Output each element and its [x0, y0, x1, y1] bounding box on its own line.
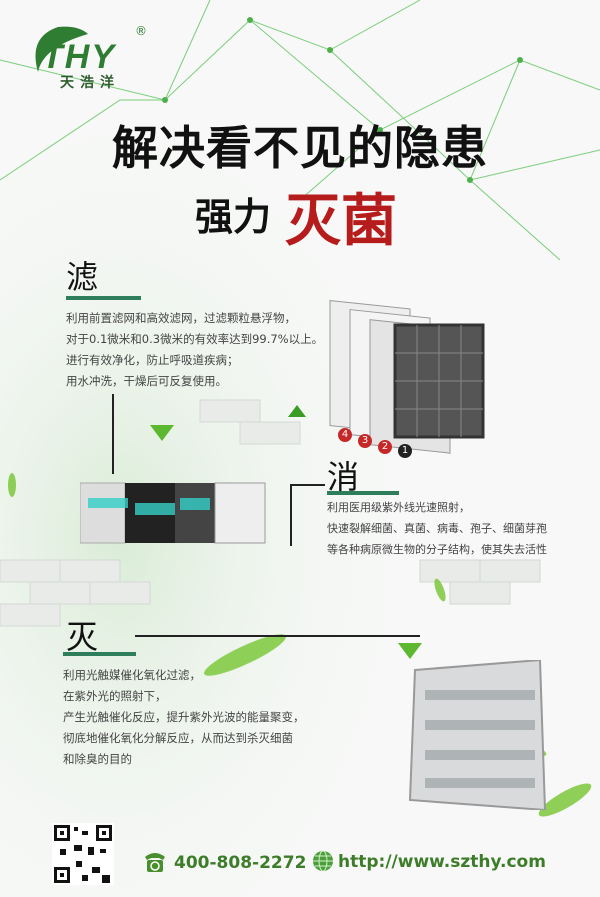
filter-stack-image: [329, 299, 485, 454]
subheadline-part2: 灭菌: [285, 189, 397, 254]
text-line: 在紫外光的照射下，: [63, 689, 167, 703]
layer-number: 2: [378, 440, 392, 454]
connector-line: [112, 394, 114, 474]
text-line: 利用前置滤网和高效滤网，过滤颗粒悬浮物，: [66, 311, 296, 325]
uv-module-image: [80, 482, 266, 544]
text-line: 和除臭的目的: [63, 752, 132, 766]
layer-number: 4: [338, 428, 352, 442]
logo-chinese-name: 天浩洋: [60, 75, 120, 91]
globe-icon: [313, 850, 333, 872]
section-disinfect-underline: [327, 491, 399, 495]
headline: 解决看不见的隐患: [112, 121, 488, 175]
telephone-icon: [145, 853, 165, 872]
qr-code-image: [52, 823, 114, 885]
text-line: 利用医用级紫外线光速照射，: [327, 501, 470, 514]
text-line: 对于0.1微米和0.3微米的有效率达到99.7%以上。: [66, 332, 324, 346]
layer-number: 1: [398, 444, 412, 458]
photocatalyst-panel-image: [408, 660, 547, 810]
registered-mark: ®: [135, 24, 147, 38]
section-sterilize-title: 灭: [66, 618, 99, 656]
section-filter-text: 利用前置滤网和高效滤网，过滤颗粒悬浮物， 对于0.1微米和0.3微米的有效率达到…: [66, 308, 323, 392]
text-line: 利用光触媒催化氧化过滤，: [63, 668, 201, 682]
text-line: 产生光触催化反应，提升紫外光波的能量聚变，: [63, 710, 305, 724]
connector-line: [290, 484, 325, 486]
section-sterilize-text: 利用光触媒催化氧化过滤， 在紫外光的照射下， 产生光触催化反应，提升紫外光波的能…: [63, 665, 305, 770]
connector-line: [135, 635, 420, 637]
phone-number[interactable]: 400-808-2272: [174, 853, 307, 873]
logo-crescent-icon: [35, 26, 88, 72]
section-filter-title: 滤: [66, 258, 99, 296]
section-filter-underline: [66, 296, 141, 300]
triangle-marker: [288, 405, 306, 417]
website-link[interactable]: http://www.szthy.com: [338, 852, 546, 872]
triangle-marker: [150, 425, 174, 441]
triangle-marker: [398, 643, 422, 659]
text-line: 快速裂解细菌、真菌、病毒、孢子、细菌芽孢: [327, 522, 547, 535]
filter-layer-numbers: 4 3 2 1: [338, 428, 412, 458]
connector-line: [290, 484, 292, 546]
text-line: 进行有效净化，防止呼吸道疾病；: [66, 353, 239, 367]
text-line: 用水冲洗，干燥后可反复使用。: [66, 374, 227, 388]
text-line: 等各种病原微生物的分子结构，使其失去活性: [327, 543, 547, 556]
text-line: 彻底地催化氧化分解反应，从而达到杀灭细菌: [63, 731, 293, 745]
section-sterilize-underline: [63, 652, 136, 656]
section-disinfect-text: 利用医用级紫外线光速照射， 快速裂解细菌、真菌、病毒、孢子、细菌芽孢 等各种病原…: [327, 497, 547, 560]
subheadline-part1: 强力: [195, 195, 272, 239]
logo-text: THY: [42, 38, 116, 76]
layer-number: 3: [358, 434, 372, 448]
section-disinfect-title: 消: [327, 458, 360, 496]
